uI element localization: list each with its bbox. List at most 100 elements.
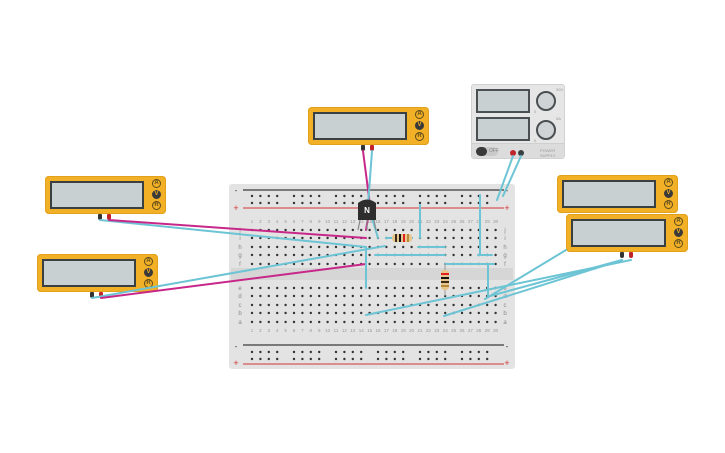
hole[interactable] xyxy=(343,245,346,249)
hole[interactable] xyxy=(418,262,422,266)
hole[interactable] xyxy=(376,286,380,290)
hole[interactable] xyxy=(360,311,363,315)
hole[interactable] xyxy=(452,253,455,257)
hole[interactable] xyxy=(292,286,296,290)
rail-hole[interactable] xyxy=(309,194,312,198)
wire-probe-top-v[interactable] xyxy=(367,150,379,239)
rail-hole[interactable] xyxy=(267,201,270,205)
hole[interactable] xyxy=(477,320,480,324)
rail-hole[interactable] xyxy=(444,201,447,205)
hole[interactable] xyxy=(318,262,321,266)
rail-hole[interactable] xyxy=(267,350,270,354)
mode-voltmeter-icon[interactable]: V xyxy=(674,228,683,237)
rail-hole[interactable] xyxy=(343,350,346,354)
hole[interactable] xyxy=(343,262,346,266)
hole[interactable] xyxy=(284,294,287,298)
rail-hole[interactable] xyxy=(385,201,388,205)
hole[interactable] xyxy=(435,286,438,290)
rail-hole[interactable] xyxy=(334,350,338,354)
hole[interactable] xyxy=(318,294,321,298)
hole[interactable] xyxy=(469,303,472,307)
hole[interactable] xyxy=(444,303,447,307)
hole[interactable] xyxy=(318,228,321,232)
hole[interactable] xyxy=(427,320,430,324)
hole[interactable] xyxy=(301,311,304,315)
wire-probe-left-2-v[interactable] xyxy=(100,263,367,299)
rail-hole[interactable] xyxy=(460,350,464,354)
hole[interactable] xyxy=(334,294,338,298)
hole[interactable] xyxy=(494,311,497,315)
hole[interactable] xyxy=(435,228,438,232)
hole[interactable] xyxy=(368,286,371,290)
hole[interactable] xyxy=(250,294,254,298)
hole[interactable] xyxy=(368,294,371,298)
rail-hole[interactable] xyxy=(292,201,296,205)
rail-hole[interactable] xyxy=(469,194,472,198)
rail-hole[interactable] xyxy=(427,357,430,361)
rail-hole[interactable] xyxy=(460,357,464,361)
hole[interactable] xyxy=(460,245,464,249)
hole[interactable] xyxy=(284,311,287,315)
multimeter-right-2[interactable]: A V R xyxy=(566,214,688,252)
hole[interactable] xyxy=(334,303,338,307)
wire-probe-left-1-com[interactable] xyxy=(99,219,367,248)
hole[interactable] xyxy=(402,262,405,266)
probe-v-right[interactable] xyxy=(629,252,633,258)
hole[interactable] xyxy=(276,303,279,307)
hole[interactable] xyxy=(267,245,270,249)
hole[interactable] xyxy=(427,294,430,298)
hole[interactable] xyxy=(385,311,388,315)
hole[interactable] xyxy=(276,245,279,249)
rail-hole[interactable] xyxy=(486,357,489,361)
hole[interactable] xyxy=(435,236,438,240)
hole[interactable] xyxy=(318,253,321,257)
mode-ohmmeter-icon[interactable]: R xyxy=(415,132,424,141)
hole[interactable] xyxy=(360,294,363,298)
rail-hole[interactable] xyxy=(351,201,354,205)
hole[interactable] xyxy=(360,253,363,257)
hole[interactable] xyxy=(360,320,363,324)
hole[interactable] xyxy=(351,253,354,257)
rail-hole[interactable] xyxy=(444,357,447,361)
hole[interactable] xyxy=(343,228,346,232)
hole[interactable] xyxy=(393,286,396,290)
hole[interactable] xyxy=(385,286,388,290)
hole[interactable] xyxy=(360,228,363,232)
hole[interactable] xyxy=(469,236,472,240)
hole[interactable] xyxy=(351,262,354,266)
rail-hole[interactable] xyxy=(276,201,279,205)
rail-hole[interactable] xyxy=(393,350,396,354)
hole[interactable] xyxy=(259,262,262,266)
hole[interactable] xyxy=(292,303,296,307)
hole[interactable] xyxy=(427,262,430,266)
hole[interactable] xyxy=(393,311,396,315)
hole[interactable] xyxy=(284,320,287,324)
rail-hole[interactable] xyxy=(477,350,480,354)
hole[interactable] xyxy=(469,253,472,257)
rail-hole[interactable] xyxy=(376,194,380,198)
hole[interactable] xyxy=(452,228,455,232)
rail-hole[interactable] xyxy=(402,357,405,361)
rail-hole[interactable] xyxy=(276,194,279,198)
rail-hole[interactable] xyxy=(309,357,312,361)
hole[interactable] xyxy=(469,320,472,324)
hole[interactable] xyxy=(469,294,472,298)
rail-hole[interactable] xyxy=(418,350,422,354)
rail-hole[interactable] xyxy=(276,350,279,354)
mode-ohmmeter-icon[interactable]: R xyxy=(152,201,161,210)
rail-hole[interactable] xyxy=(301,350,304,354)
hole[interactable] xyxy=(444,311,447,315)
hole[interactable] xyxy=(452,320,455,324)
mode-ohmmeter-icon[interactable]: R xyxy=(664,200,673,209)
rail-hole[interactable] xyxy=(460,194,464,198)
rail-hole[interactable] xyxy=(385,194,388,198)
probe-com-right[interactable] xyxy=(620,252,624,258)
hole[interactable] xyxy=(309,253,312,257)
hole[interactable] xyxy=(259,286,262,290)
hole[interactable] xyxy=(334,320,338,324)
hole[interactable] xyxy=(318,311,321,315)
rail-hole[interactable] xyxy=(469,357,472,361)
hole[interactable] xyxy=(460,320,464,324)
rail-hole[interactable] xyxy=(393,357,396,361)
multimeter-top[interactable]: A V R xyxy=(308,107,429,145)
